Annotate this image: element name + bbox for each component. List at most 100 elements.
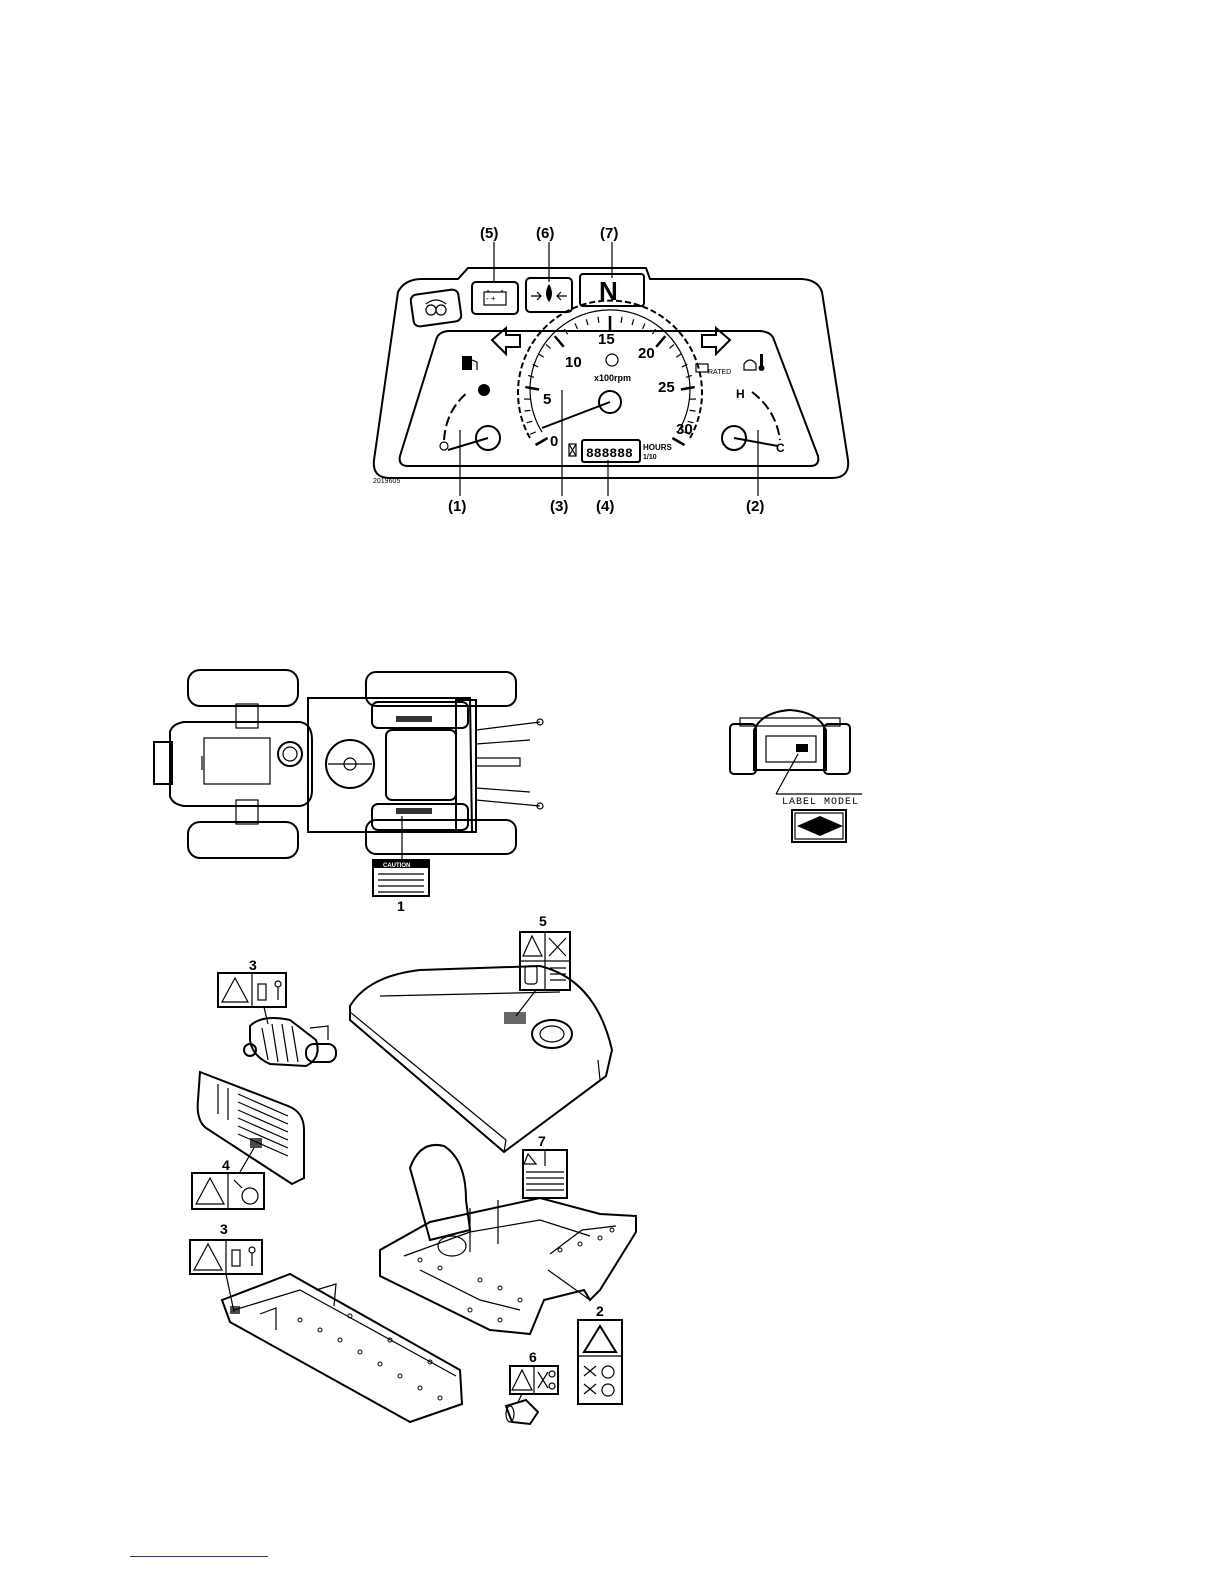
- frame-hole: [298, 1318, 302, 1322]
- tach-tick-mark: [539, 354, 544, 357]
- frame-hole: [378, 1362, 382, 1366]
- warning-label-2: [578, 1320, 622, 1404]
- fuel-full-mark: [478, 384, 490, 396]
- part-6-group: 6: [506, 1349, 558, 1424]
- svg-text:- +: - +: [486, 294, 496, 303]
- hourglass-icon: [569, 444, 576, 456]
- item-number-1: 1: [397, 898, 405, 914]
- warning-label-3a: [218, 973, 286, 1007]
- warning-label-7: [523, 1150, 567, 1198]
- frame-hole: [610, 1228, 614, 1232]
- frame-hole: [578, 1242, 582, 1246]
- tach-tick-mark: [575, 323, 577, 328]
- frame-hole: [418, 1258, 422, 1262]
- hood-part: 5: [350, 913, 612, 1152]
- tach-tick-mark: [621, 317, 622, 323]
- label-model-text: LABEL MODEL: [782, 797, 859, 808]
- temperature-gauge: H C: [722, 354, 785, 455]
- tach-tick-mark: [672, 438, 684, 445]
- tractor-top-view: CAUTION 1: [154, 670, 543, 914]
- tach-tick-mark: [690, 410, 696, 411]
- tachometer: 10 15 20 25 30 5 0 x100rpm RATED 888888 …: [518, 301, 731, 462]
- frame-hole: [478, 1278, 482, 1282]
- item-number-4: 4: [222, 1157, 230, 1173]
- callout-1: (1): [448, 498, 466, 515]
- warning-label-3b: [190, 1240, 262, 1274]
- hour-meter-value: 888888: [586, 446, 633, 461]
- caution-title: CAUTION: [383, 863, 410, 869]
- tach-tick-5: 5: [543, 391, 551, 408]
- oil-pressure-icon: [531, 284, 567, 302]
- caution-label-1: CAUTION: [373, 860, 429, 896]
- warning-label-2-group: 2: [578, 1303, 622, 1404]
- tach-tick-mark: [676, 354, 681, 357]
- tach-tick-mark: [598, 317, 599, 323]
- callout-2: (2): [746, 498, 764, 515]
- battery-icon: - +: [484, 290, 506, 305]
- tach-tick-mark: [524, 410, 530, 411]
- tach-unit: x100rpm: [594, 373, 631, 383]
- frame-hole: [358, 1350, 362, 1354]
- bottom-link-underline[interactable]: [130, 1556, 268, 1557]
- frame-hole: [338, 1338, 342, 1342]
- tach-tick-mark: [525, 387, 539, 389]
- frame-hole: [468, 1308, 472, 1312]
- temp-cold-mark: C: [776, 441, 785, 455]
- tach-tick-mark: [656, 336, 665, 347]
- frame-hole: [438, 1266, 442, 1270]
- tach-tick-mark: [681, 387, 695, 389]
- frame-hole: [598, 1236, 602, 1240]
- tach-tick-mark: [643, 323, 645, 328]
- tach-tick-mark: [527, 421, 533, 422]
- model-plate: [792, 810, 846, 842]
- frame-hole: [398, 1374, 402, 1378]
- rated-label: RATED: [708, 369, 731, 376]
- tach-center-lamp: [606, 354, 618, 366]
- hours-sub: 1/10: [643, 454, 657, 461]
- warning-label-5: [520, 932, 570, 990]
- frame-hole: [518, 1298, 522, 1302]
- instrument-panel: (5) (6) (7) - + N: [373, 225, 848, 515]
- warning-label-6: [510, 1366, 558, 1394]
- item-number-3b: 3: [220, 1221, 228, 1237]
- operator-seat: [386, 730, 456, 800]
- item-number-5: 5: [539, 913, 547, 929]
- glow-plug-icon: [426, 300, 446, 315]
- callout-6: (6): [536, 225, 554, 242]
- air-cleaner-part: 3: [218, 957, 336, 1066]
- tach-tick-30: 30: [676, 421, 693, 438]
- fuel-gauge: [440, 356, 500, 450]
- tach-tick-10: 10: [565, 354, 582, 371]
- warning-label-4: [192, 1173, 264, 1209]
- frame-hole: [558, 1248, 562, 1252]
- callout-4: (4): [596, 498, 614, 515]
- tach-tick-15: 15: [598, 331, 615, 348]
- temp-hot-mark: H: [736, 387, 745, 401]
- item-number-3a: 3: [249, 957, 257, 973]
- frame-hole: [418, 1386, 422, 1390]
- tach-tick-mark: [536, 438, 548, 445]
- tach-tick-mark: [530, 432, 536, 434]
- hours-label: HOURS: [643, 443, 673, 452]
- item-number-7: 7: [538, 1133, 546, 1149]
- fuel-pump-icon: [462, 356, 477, 370]
- item-number-2: 2: [596, 1303, 604, 1319]
- figure-code: 2019605: [373, 478, 400, 485]
- tach-tick-mark: [632, 319, 634, 325]
- tach-tick-mark: [586, 319, 588, 325]
- frame-hole: [498, 1318, 502, 1322]
- item-number-6: 6: [529, 1349, 537, 1365]
- callout-7: (7): [600, 225, 618, 242]
- tach-tick-25: 25: [658, 379, 675, 396]
- tach-tick-mark: [555, 336, 564, 347]
- tach-tick-mark: [669, 344, 673, 348]
- frame-hole: [498, 1286, 502, 1290]
- frame-hole: [318, 1328, 322, 1332]
- warning-triangle-icon: [584, 1326, 616, 1352]
- callout-5: (5): [480, 225, 498, 242]
- tach-tick-mark: [546, 344, 550, 348]
- coolant-temp-icon: [744, 354, 765, 371]
- callout-3: (3): [550, 498, 568, 515]
- grille-part: 4: [192, 1072, 304, 1209]
